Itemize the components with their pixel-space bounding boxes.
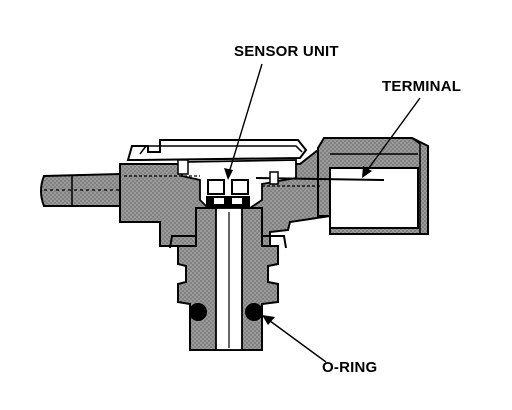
terminal-pin xyxy=(255,171,385,187)
hose-nipple xyxy=(40,172,121,207)
sensor-unit-label: SENSOR UNIT xyxy=(234,43,339,60)
o-ring-right xyxy=(245,303,263,321)
leader-lines xyxy=(224,63,421,363)
cover-lid xyxy=(126,139,308,161)
sensor-unit-leader xyxy=(227,63,263,177)
o-ring-label: O-RING xyxy=(322,359,378,376)
o-ring-left xyxy=(189,303,207,321)
connector-housing xyxy=(317,137,429,235)
o-ring-leader xyxy=(265,317,327,363)
terminal-leader xyxy=(365,97,421,173)
terminal-label: TERMINAL xyxy=(382,78,462,95)
o-rings xyxy=(189,303,263,321)
